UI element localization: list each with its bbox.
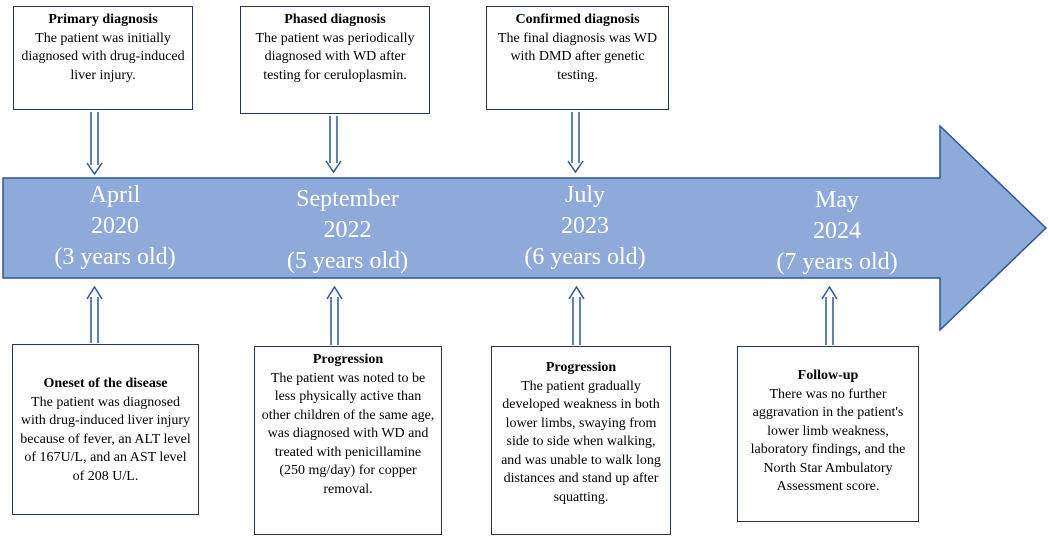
box-title: Follow-up xyxy=(797,368,859,383)
box-text: The final diagnosis was WD with DMD afte… xyxy=(497,30,658,83)
box-text: The patient was noted to be less physica… xyxy=(261,370,435,497)
milestone-age: (7 years old) xyxy=(776,249,898,275)
box-text: The patient was diagnosed with drug-indu… xyxy=(20,394,191,484)
confirmed-diagnosis-box: Confirmed diagnosis The final diagnosis … xyxy=(486,6,669,110)
milestone-month: April xyxy=(89,182,141,208)
progression-2023-box: Progression The patient gradually develo… xyxy=(491,346,671,535)
box-text: The patient was initially diagnosed with… xyxy=(21,30,185,83)
box-title: Primary diagnosis xyxy=(48,12,158,27)
follow-up-box: Follow-up There was no further aggravati… xyxy=(737,346,919,522)
primary-diagnosis-box: Primary diagnosis The patient was initia… xyxy=(13,6,193,110)
box-text: The patient gradually developed weakness… xyxy=(501,378,661,505)
box-title: Phased diagnosis xyxy=(284,12,386,27)
milestone-month: September xyxy=(296,186,399,212)
connector-top-2 xyxy=(325,116,342,174)
connector-bottom-3 xyxy=(568,285,585,345)
milestone-month: May xyxy=(815,187,859,213)
timeline-arrow xyxy=(2,124,1048,332)
connector-top-3 xyxy=(567,112,584,174)
milestone-year: 2020 xyxy=(91,213,139,239)
box-text: The patient was periodically diagnosed w… xyxy=(255,30,415,83)
connector-bottom-2 xyxy=(326,285,343,345)
box-title: Oneset of the disease xyxy=(43,376,168,391)
phased-diagnosis-box: Phased diagnosis The patient was periodi… xyxy=(240,6,430,114)
milestone-age: (5 years old) xyxy=(286,248,409,274)
milestone-april-2020: April 2020 (3 years old) xyxy=(20,180,210,273)
box-text: There was no further aggravation in the … xyxy=(750,386,906,495)
disease-onset-box: Oneset of the disease The patient was di… xyxy=(12,344,199,515)
milestone-month: July xyxy=(564,182,605,208)
milestone-year: 2023 xyxy=(561,213,609,239)
connector-top-1 xyxy=(86,112,103,176)
milestone-age: (6 years old) xyxy=(524,244,646,270)
connector-bottom-4 xyxy=(821,285,838,345)
box-title: Progression xyxy=(545,360,617,375)
milestone-year: 2024 xyxy=(813,218,861,244)
milestone-year: 2022 xyxy=(323,217,372,243)
box-title: Confirmed diagnosis xyxy=(515,12,640,27)
milestone-july-2023: July 2023 (6 years old) xyxy=(490,180,680,273)
progression-2022-box: Progression The patient was noted to be … xyxy=(254,346,442,535)
milestone-september-2022: September 2022 (5 years old) xyxy=(255,184,440,277)
milestone-age: (3 years old) xyxy=(54,244,176,270)
box-title: Progression xyxy=(312,352,384,367)
connector-bottom-1 xyxy=(86,285,103,343)
milestone-may-2024: May 2024 (7 years old) xyxy=(742,185,932,278)
